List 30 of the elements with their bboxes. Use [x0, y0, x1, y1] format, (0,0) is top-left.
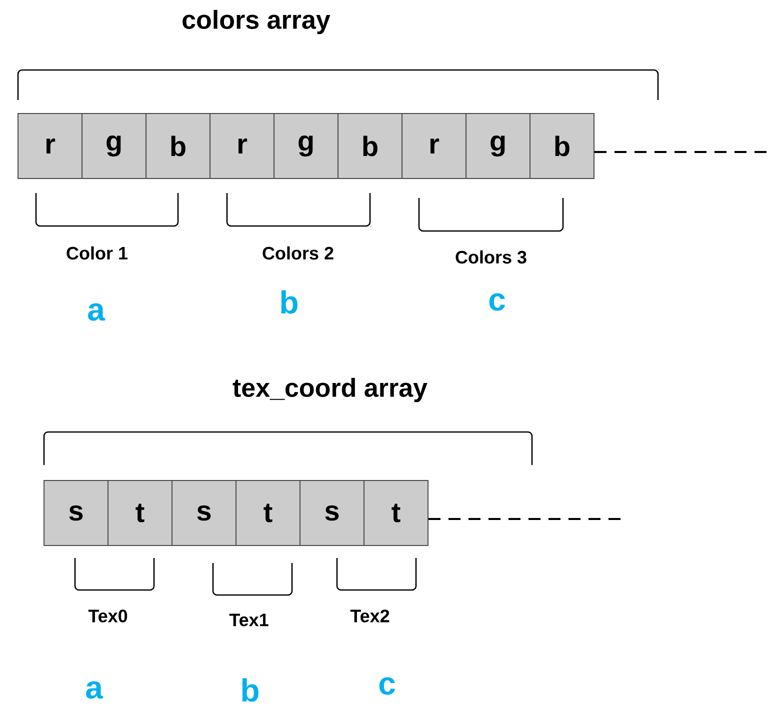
array-title: tex_coord array	[232, 378, 428, 402]
array-cell: r	[18, 113, 82, 179]
dashed-line	[428, 518, 620, 520]
bracket-label: Tex1	[229, 614, 268, 626]
bracket-label: Tex0	[88, 610, 128, 622]
array-cell: t	[108, 480, 172, 546]
letter-label: a	[88, 303, 106, 321]
array-cell: s	[300, 480, 364, 546]
bracket-label: Tex2	[350, 610, 390, 622]
array-cell: r	[402, 113, 466, 179]
array-title: colors array	[182, 10, 330, 34]
bracket-label: Color 1	[66, 246, 128, 260]
array-cell: s	[44, 480, 108, 546]
letter-label: b	[281, 290, 298, 314]
letter-label: c	[489, 293, 505, 311]
array-cell: s	[172, 480, 236, 546]
array-cell: g	[466, 113, 530, 179]
array-cell: g	[274, 113, 338, 179]
array-cell: r	[210, 113, 274, 179]
array-cell: g	[82, 113, 146, 179]
array-cell: t	[236, 480, 300, 546]
letter-label: c	[379, 677, 395, 695]
array-cell: b	[338, 113, 402, 179]
letter-label: b	[242, 678, 258, 702]
array-cell: b	[146, 113, 210, 179]
array-cell: b	[530, 113, 594, 179]
bracket-label: Colors 3	[456, 250, 526, 264]
array-cell: t	[364, 480, 428, 546]
bracket-label: Colors 2	[262, 246, 334, 260]
letter-label: a	[86, 681, 104, 699]
